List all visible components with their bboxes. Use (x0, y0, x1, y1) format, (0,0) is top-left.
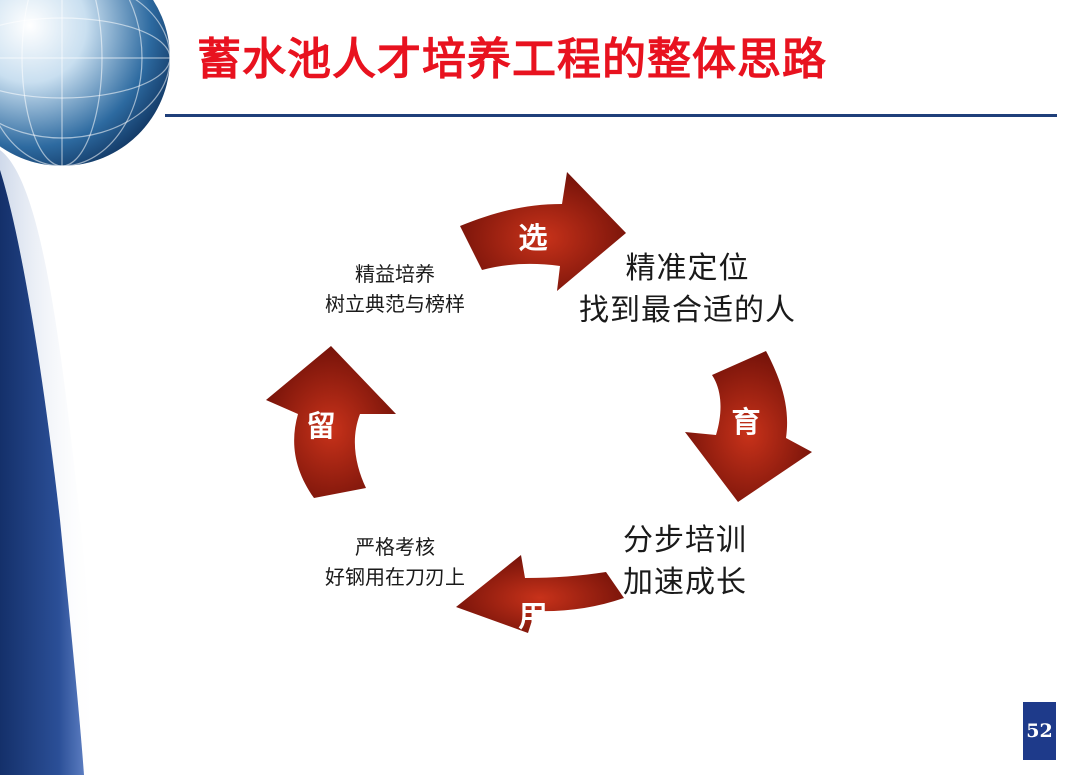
step-retain-line2: 树立典范与榜样 (300, 289, 490, 319)
step-develop-description: 分步培训 加速成长 (600, 520, 770, 604)
step-use-line2: 好钢用在刀刃上 (300, 562, 490, 592)
arrow-develop: 育 (685, 351, 812, 502)
page-number: 52 (1026, 720, 1052, 742)
step-select-line1: 精准定位 (560, 248, 815, 290)
step-select-line2: 找到最合适的人 (560, 290, 815, 332)
step-use-description: 严格考核 好钢用在刀刃上 (300, 532, 490, 592)
arrow-label-use: 用 (518, 599, 547, 633)
step-select-description: 精准定位 找到最合适的人 (560, 248, 815, 332)
step-retain-line1: 精益培养 (300, 259, 490, 289)
page-number-badge: 52 (1023, 702, 1056, 760)
arrow-retain: 留 (266, 346, 396, 498)
arrow-label-select: 选 (518, 221, 547, 255)
arrow-label-develop: 育 (731, 405, 760, 439)
step-develop-line2: 加速成长 (600, 562, 770, 604)
step-use-line1: 严格考核 (300, 532, 490, 562)
step-retain-description: 精益培养 树立典范与榜样 (300, 259, 490, 319)
step-develop-line1: 分步培训 (600, 520, 770, 562)
arrow-label-retain: 留 (306, 409, 335, 443)
